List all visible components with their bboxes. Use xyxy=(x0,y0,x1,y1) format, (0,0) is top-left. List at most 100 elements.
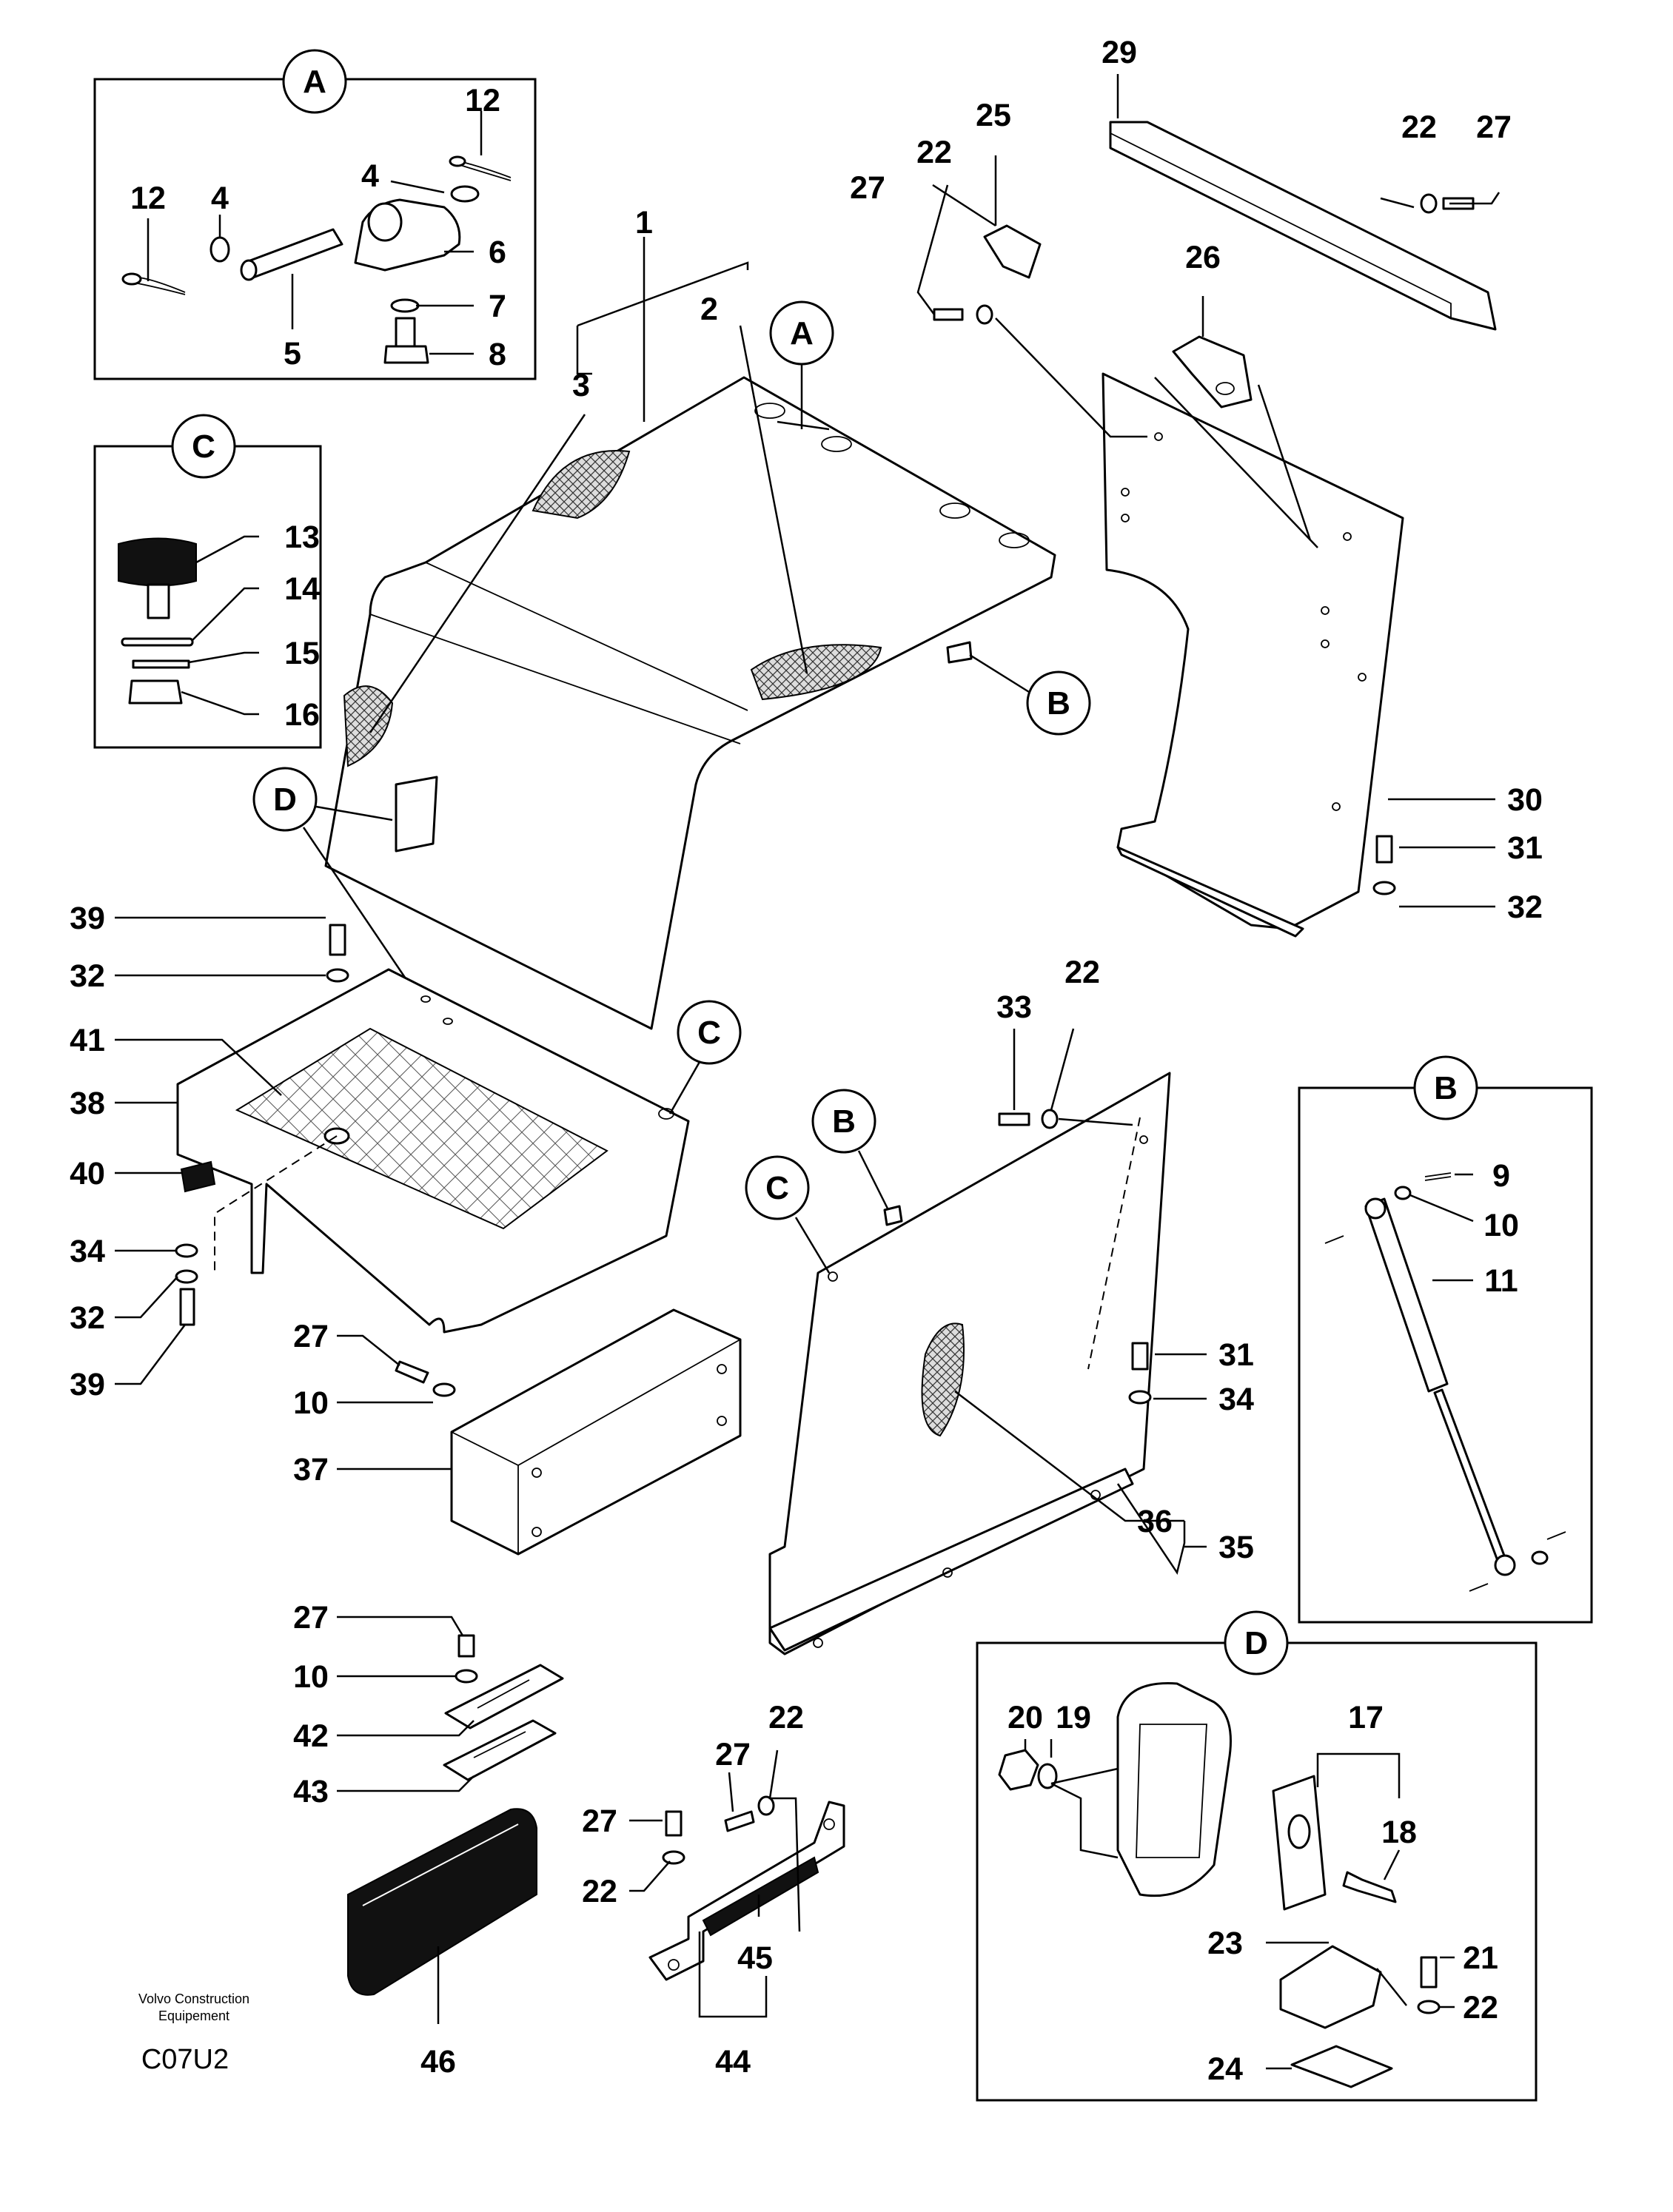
washer-4-right xyxy=(450,185,480,203)
callout-a-letter: A xyxy=(790,315,814,352)
callout-c-main-circle xyxy=(677,1000,742,1065)
washer-10-plate xyxy=(455,1669,478,1684)
label-22-upper: 22 xyxy=(916,135,952,170)
label-31-lower: 31 xyxy=(1218,1337,1254,1373)
side-panel-30 xyxy=(1102,372,1404,930)
washer-4-left xyxy=(209,236,230,263)
label-44: 44 xyxy=(715,2044,751,2080)
label-12-right: 12 xyxy=(465,83,500,118)
bracket-26-hole xyxy=(1216,382,1235,395)
hood-mesh-top xyxy=(532,450,631,520)
bracket-44 xyxy=(648,1801,845,1981)
label-14: 14 xyxy=(284,571,320,607)
label-34-lower: 34 xyxy=(70,1234,105,1269)
hood-mesh-left xyxy=(343,685,394,767)
hood-leaders xyxy=(369,237,808,733)
label-26: 26 xyxy=(1185,240,1221,275)
channel-29-edge xyxy=(1110,132,1452,318)
drawing-code: C07U2 xyxy=(141,2044,229,2075)
washer-10-toolbox xyxy=(432,1382,456,1397)
nut-16 xyxy=(128,679,183,705)
toolbox-leaders xyxy=(337,1334,452,1470)
rubber-strip-45 xyxy=(702,1856,819,1937)
washer-22-bracket-right xyxy=(757,1795,775,1816)
label-39-lower: 39 xyxy=(70,1367,105,1402)
label-27-bracket-right: 27 xyxy=(715,1737,751,1772)
label-23: 23 xyxy=(1207,1926,1243,1961)
panel-30-hole-8 xyxy=(1332,802,1341,811)
strut-pins xyxy=(1324,1235,1566,1592)
callout-d-arrows xyxy=(302,805,416,992)
label-41: 41 xyxy=(70,1023,105,1058)
tool-box-37-group xyxy=(450,1308,742,1556)
bolt-39-upper xyxy=(329,924,346,956)
label-35: 35 xyxy=(1218,1530,1254,1565)
callout-d-circle xyxy=(252,767,318,832)
bolt-39-lower xyxy=(179,1288,195,1326)
side-panel-35-flange xyxy=(768,1468,1134,1652)
callout-b-side-letter: B xyxy=(832,1103,856,1140)
rubber-buffer-40 xyxy=(180,1160,216,1193)
label-22-lock: 22 xyxy=(1463,1990,1498,2026)
panel-35-hole-1 xyxy=(828,1271,838,1282)
label-32-middle: 32 xyxy=(70,958,105,994)
label-46: 46 xyxy=(420,2044,456,2080)
gas-strut-11-rod xyxy=(1433,1388,1508,1566)
label-13: 13 xyxy=(284,520,320,555)
label-12-left: 12 xyxy=(130,181,166,216)
hinge-pin-end xyxy=(240,259,258,281)
label-3: 3 xyxy=(572,368,590,403)
panel-35-hole-4 xyxy=(942,1567,953,1578)
bolt-31-lower xyxy=(1131,1342,1149,1371)
hood-gas-strut-pin xyxy=(946,641,973,664)
detail-box-a-frame xyxy=(93,78,537,380)
detail-a-circle xyxy=(282,49,347,114)
panel-35-mesh xyxy=(921,1322,965,1437)
label-10-plate: 10 xyxy=(293,1659,329,1695)
label-27-plate: 27 xyxy=(293,1600,329,1636)
label-27-bracket-left: 27 xyxy=(582,1803,617,1839)
platform-hole-3 xyxy=(658,1108,674,1120)
washer-10-strut-lower xyxy=(1531,1550,1549,1565)
label-39-upper: 39 xyxy=(70,901,105,936)
platform-dashed-hidden-line xyxy=(214,1135,338,1273)
rubber-pad-46 xyxy=(347,1808,537,1996)
lock-housing-opening xyxy=(1136,1724,1207,1858)
label-31-upper: 31 xyxy=(1507,830,1543,866)
split-pin-eye-right xyxy=(449,155,466,167)
label-18: 18 xyxy=(1381,1815,1417,1850)
lock-washer-7 xyxy=(390,298,420,313)
step-platform-38-group xyxy=(176,968,690,1334)
hood-hinge-lug-4 xyxy=(999,532,1030,548)
panel-35-pin xyxy=(883,1205,903,1226)
label-10-strut: 10 xyxy=(1483,1208,1519,1243)
rubber-buffer-13 xyxy=(118,537,197,587)
gas-strut-11-cylinder xyxy=(1364,1197,1449,1393)
label-21: 21 xyxy=(1463,1940,1498,1976)
washer-32-middle xyxy=(326,968,349,983)
label-25: 25 xyxy=(976,98,1011,133)
platform-leaders xyxy=(115,916,326,1385)
bolt-8-head xyxy=(383,345,429,364)
panel-30-hole-1 xyxy=(1154,432,1163,441)
toolbox-hole-2 xyxy=(532,1527,542,1537)
bracket-44-hole-2 xyxy=(823,1818,835,1830)
hood-fold-lines xyxy=(369,562,748,744)
label-4-left: 4 xyxy=(211,181,229,216)
panel-35-hole-2 xyxy=(1139,1135,1148,1144)
label-43: 43 xyxy=(293,1774,329,1809)
upper-right-leaders xyxy=(916,74,1501,908)
detail-a-letter: A xyxy=(303,64,326,100)
label-29: 29 xyxy=(1102,35,1137,70)
toolbox-hole-4 xyxy=(717,1416,727,1426)
panel-35-hole-3 xyxy=(813,1638,823,1648)
detail-d-circle xyxy=(1224,1610,1289,1675)
label-1: 1 xyxy=(635,205,653,241)
catch-23 xyxy=(1279,1945,1382,2029)
callout-b-main-letter: B xyxy=(1047,685,1070,722)
lock-17-cylinder xyxy=(1287,1814,1311,1849)
label-5: 5 xyxy=(284,336,301,372)
callout-c-side-arrow xyxy=(794,1217,831,1274)
label-36: 36 xyxy=(1137,1504,1173,1539)
bolt-27-upper xyxy=(933,308,964,321)
